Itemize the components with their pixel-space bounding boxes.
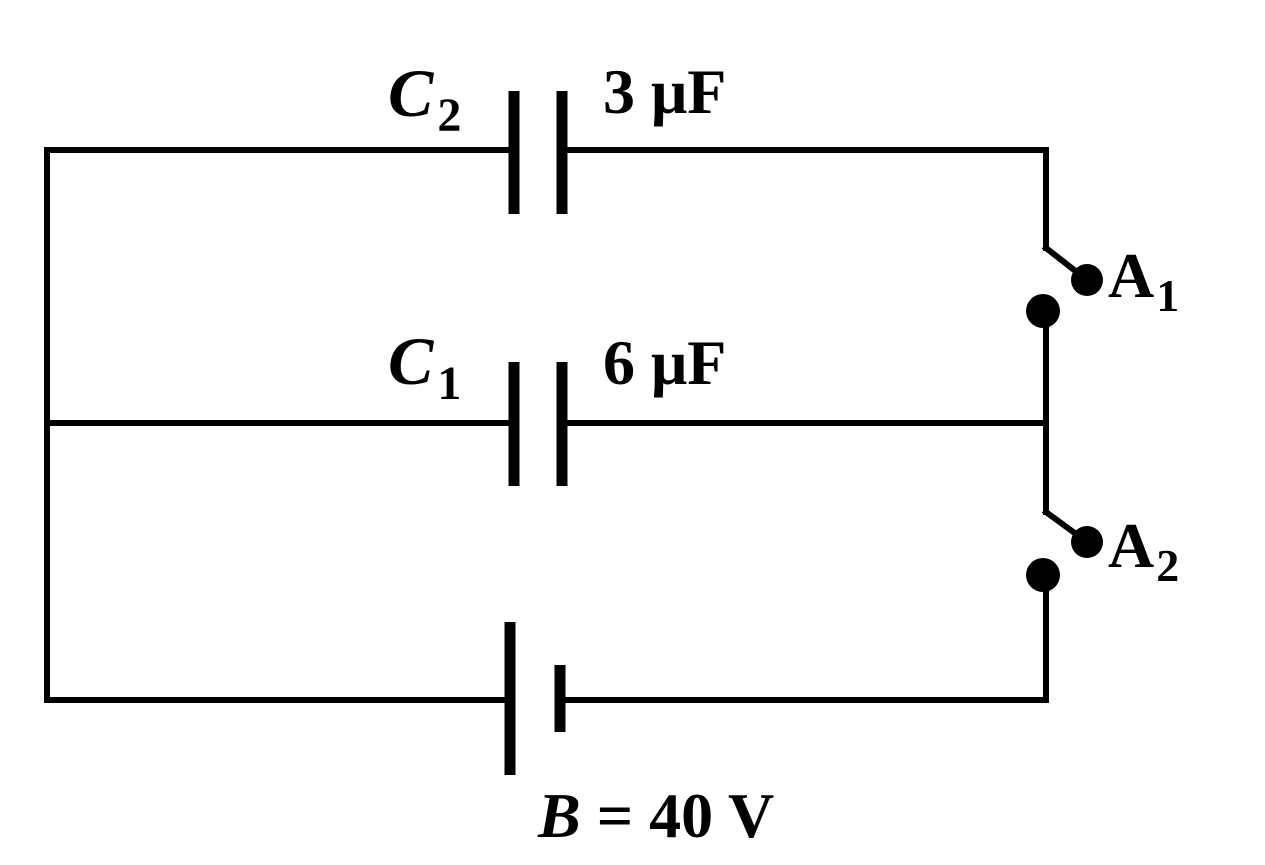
wires	[44, 147, 1049, 703]
switch-a2-symbol	[1026, 507, 1103, 592]
battery-value: = 40 V	[597, 780, 775, 851]
switch-a2-symbol-text: A	[1108, 510, 1154, 581]
capacitor-c1-symbol-text: C	[388, 323, 434, 399]
capacitor-c2-symbol-text: C	[388, 55, 434, 131]
switch-a1-terminal-open	[1071, 264, 1103, 296]
battery-symbol-text: B	[537, 780, 581, 851]
capacitor-c2-symbol	[508, 91, 568, 214]
switch-a2-terminal-fixed	[1026, 558, 1060, 592]
switch-a1-label: A1	[1108, 240, 1179, 321]
capacitor-c1-value: 6 μF	[603, 327, 726, 398]
capacitor-c1-label: C1	[388, 323, 461, 410]
capacitor-c2-value: 3 μF	[603, 56, 726, 127]
battery-label: B= 40 V	[537, 780, 774, 851]
capacitor-c1-subscript: 1	[437, 357, 461, 410]
switch-a1-subscript: 1	[1156, 270, 1179, 321]
switch-a1-terminal-fixed	[1026, 294, 1060, 328]
switch-a1-symbol-text: A	[1108, 240, 1154, 311]
capacitor-c1-symbol	[508, 362, 568, 486]
switch-a2-terminal-open	[1071, 526, 1103, 558]
switch-a1-symbol	[1026, 243, 1103, 328]
switch-a2-subscript: 2	[1156, 540, 1179, 591]
battery-symbol	[504, 622, 566, 775]
capacitor-c2-label: C2	[388, 55, 461, 142]
switch-a2-label: A2	[1108, 510, 1179, 591]
capacitor-c2-subscript: 2	[437, 89, 461, 142]
